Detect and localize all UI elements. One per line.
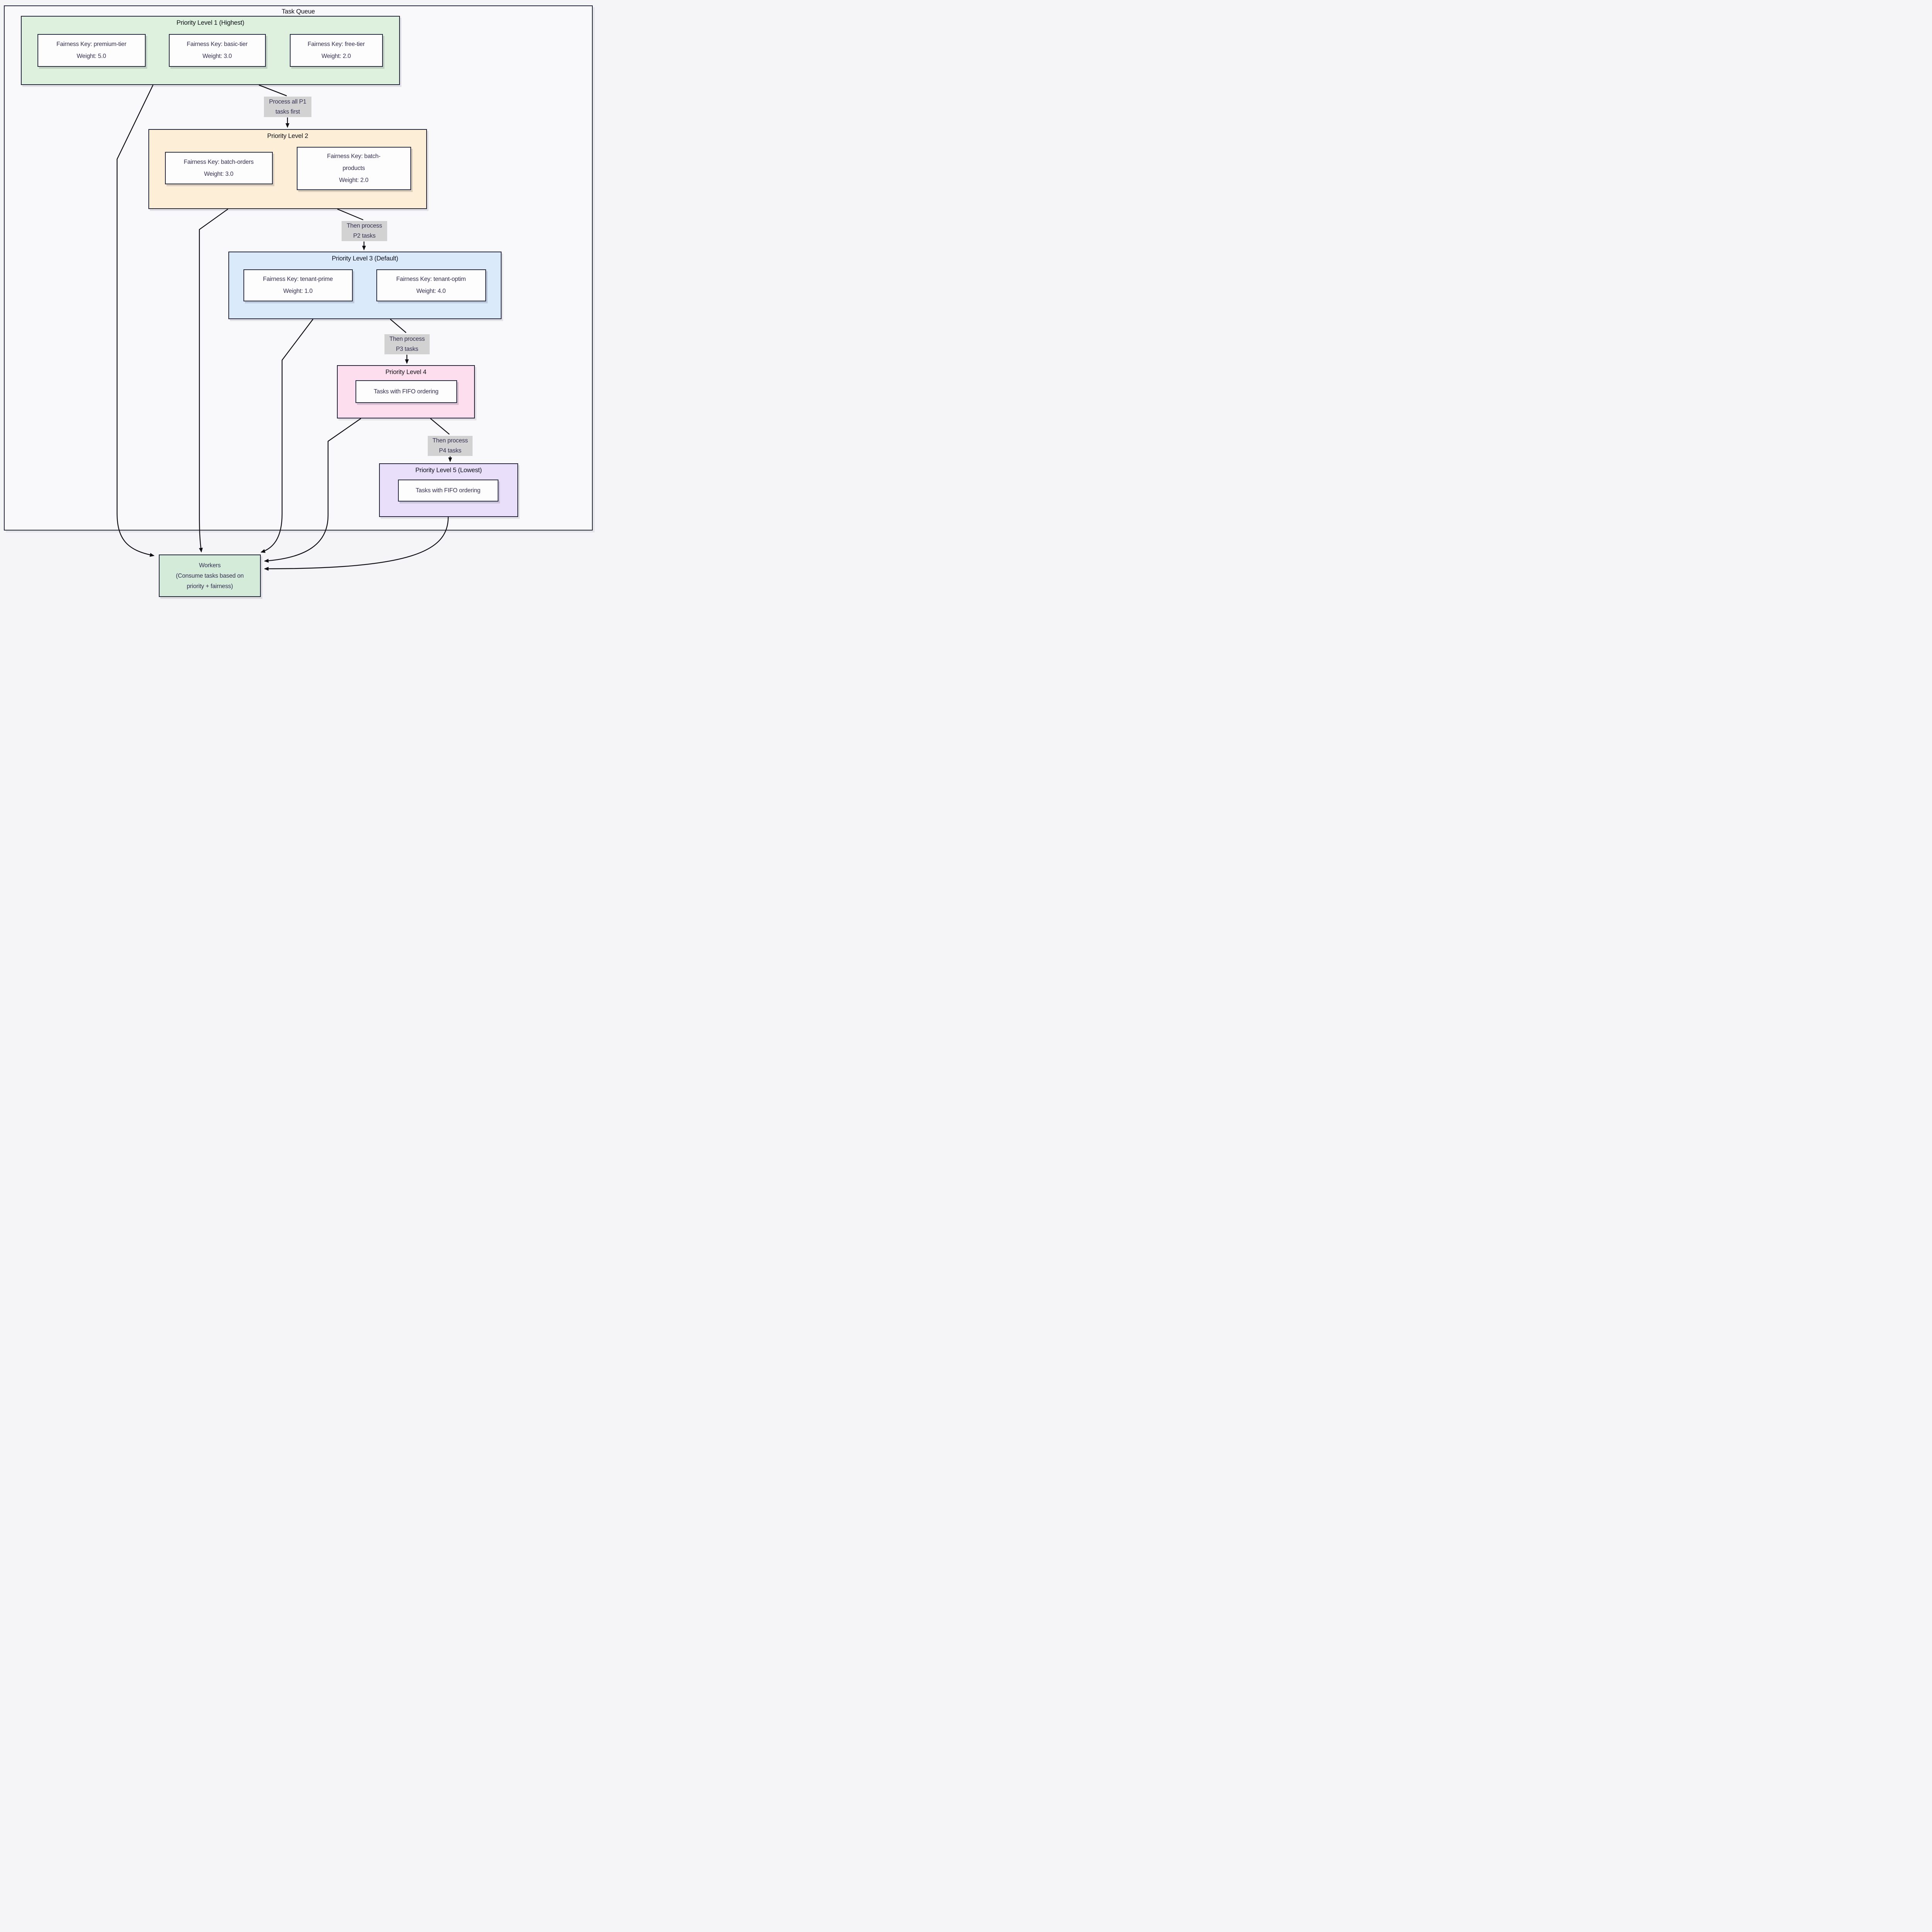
node-text-line: Fairness Key: free-tier [308, 41, 365, 48]
subgraph-priority-level-4: Priority Level 4 Tasks with FIFO orderin… [337, 365, 475, 418]
node-text-line: Tasks with FIFO ordering [415, 487, 481, 494]
node-text-line: (Consume tasks based on [176, 572, 244, 579]
edge-label-line: Then process [389, 336, 425, 342]
subgraph-title: Priority Level 5 (Lowest) [415, 467, 482, 474]
node-text-line: Tasks with FIFO ordering [374, 388, 439, 395]
subgraph-title: Priority Level 4 [385, 369, 427, 376]
node-free-tier: Fairness Key: free-tier Weight: 2.0 [289, 34, 383, 67]
node-text-line: Fairness Key: batch- [327, 153, 381, 160]
node-text-line: Fairness Key: tenant-optim [396, 276, 466, 282]
node-text-line: products [342, 165, 365, 172]
node-text-line: Workers [199, 562, 221, 569]
node-text-line: Weight: 3.0 [202, 53, 232, 60]
subgraph-priority-level-5: Priority Level 5 (Lowest) Tasks with FIF… [379, 463, 518, 517]
node-fifo-p5: Tasks with FIFO ordering [398, 479, 498, 502]
node-text-line: Fairness Key: basic-tier [187, 41, 248, 48]
node-text-line: priority + fairness) [187, 583, 233, 590]
edge-label-process-all-p1: Process all P1 tasks first [264, 97, 311, 117]
node-batch-orders: Fairness Key: batch-orders Weight: 3.0 [165, 151, 273, 184]
node-tenant-optim: Fairness Key: tenant-optim Weight: 4.0 [376, 269, 486, 301]
node-text-line: Weight: 1.0 [283, 288, 313, 294]
node-batch-products: Fairness Key: batch- products Weight: 2.… [296, 146, 411, 190]
node-text-line: Weight: 4.0 [416, 288, 446, 294]
subgraph-title: Priority Level 2 [267, 133, 308, 139]
edge-label-line: Then process [347, 223, 382, 229]
subgraph-title: Priority Level 1 (Highest) [176, 19, 245, 26]
edge-label-line: P4 tasks [439, 447, 461, 454]
flowchart-canvas: Task Queue Priority Level 1 (Highest) Fa… [0, 0, 596, 601]
subgraph-title: Priority Level 3 (Default) [332, 255, 398, 262]
subgraph-priority-level-1: Priority Level 1 (Highest) Fairness Key:… [21, 16, 400, 85]
node-text-line: Fairness Key: tenant-prime [263, 276, 333, 282]
edge-label-line: P3 tasks [396, 346, 418, 352]
node-tenant-prime: Fairness Key: tenant-prime Weight: 1.0 [243, 269, 353, 301]
subgraph-priority-level-2: Priority Level 2 Fairness Key: batch-ord… [148, 129, 427, 209]
edge-label-line: Then process [432, 437, 468, 444]
edge-label-then-process-p2: Then process P2 tasks [342, 221, 387, 241]
node-basic-tier: Fairness Key: basic-tier Weight: 3.0 [168, 34, 266, 67]
node-text-line: Fairness Key: premium-tier [56, 41, 126, 48]
edge-label-then-process-p3: Then process P3 tasks [384, 334, 430, 354]
node-text-line: Weight: 3.0 [204, 170, 233, 177]
node-text-line: Weight: 2.0 [339, 177, 369, 184]
node-text-line: Fairness Key: batch-orders [184, 158, 254, 165]
edge-label-line: P2 tasks [353, 233, 376, 239]
edge-label-line: Process all P1 [269, 98, 306, 105]
edge-label-then-process-p4: Then process P4 tasks [428, 436, 473, 456]
edge-label-line: tasks first [275, 108, 300, 115]
node-premium-tier: Fairness Key: premium-tier Weight: 5.0 [37, 34, 146, 67]
node-text-line: Weight: 5.0 [77, 53, 106, 60]
node-text-line: Weight: 2.0 [321, 53, 351, 60]
node-workers: Workers (Consume tasks based on priority… [159, 554, 261, 597]
subgraph-priority-level-3: Priority Level 3 (Default) Fairness Key:… [228, 252, 502, 319]
task-queue-title: Task Queue [281, 8, 315, 15]
node-fifo-p4: Tasks with FIFO ordering [355, 380, 457, 403]
